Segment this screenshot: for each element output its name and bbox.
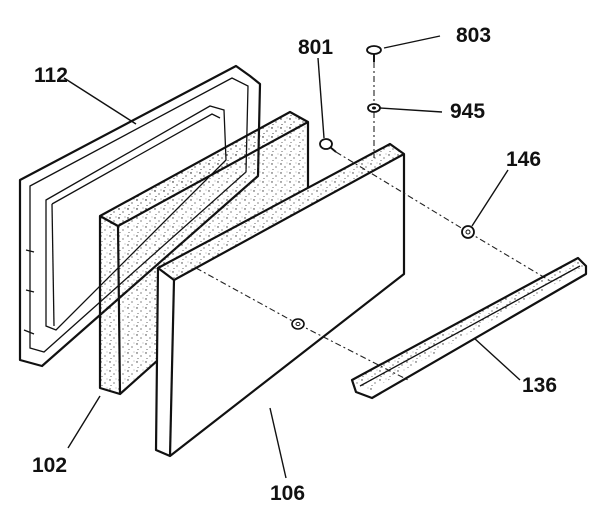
callout-106: 106 (270, 482, 305, 505)
callout-136: 136 (522, 374, 557, 397)
callout-labels: 112 102 106 136 146 801 803 945 (32, 24, 557, 505)
leader-lines (63, 35, 521, 479)
callout-801: 801 (298, 36, 333, 59)
callout-945: 945 (450, 100, 485, 123)
callout-112: 112 (34, 64, 68, 87)
screw-803-icon (366, 45, 382, 62)
callout-146: 146 (506, 148, 541, 171)
part-136-trim-strip (350, 256, 588, 400)
part-106-outer-door-panel (154, 142, 406, 458)
grommet-146-icon (461, 225, 475, 239)
grommet-front-icon (291, 318, 305, 330)
callout-102: 102 (32, 454, 67, 477)
screw-801-icon (319, 138, 337, 153)
callout-803: 803 (456, 24, 491, 47)
washer-945-icon (367, 103, 381, 113)
